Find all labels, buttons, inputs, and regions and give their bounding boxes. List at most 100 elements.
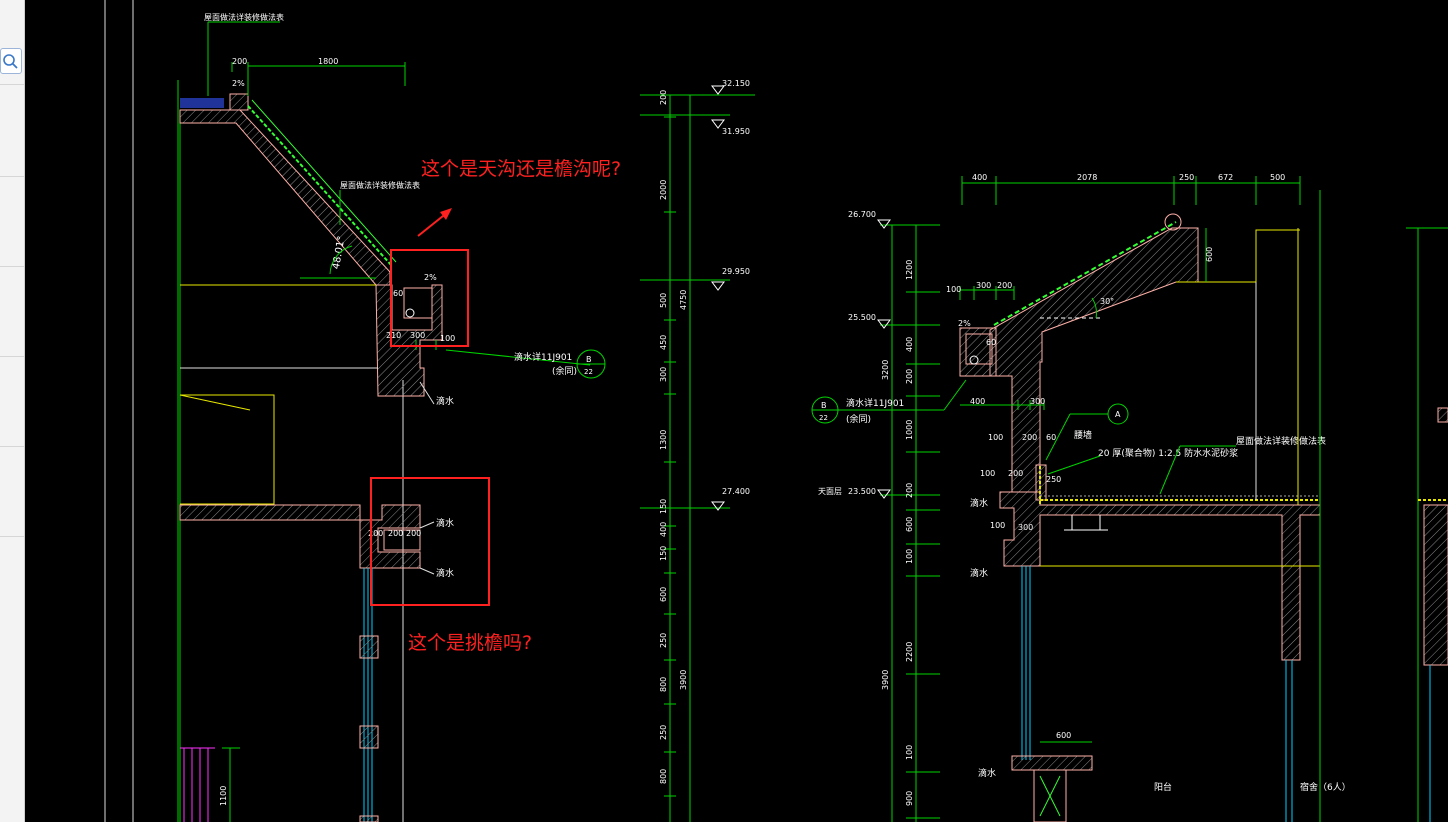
roof-note-slope: 屋面做法详装修做法表: [340, 180, 420, 190]
left-seg-9: 600: [659, 587, 668, 602]
frame-lines: [104, 0, 134, 822]
left-seg-8: 150: [659, 546, 668, 561]
drip-ref: 滴水详11J901: [514, 351, 572, 363]
eave-dim-c: 200: [406, 529, 421, 538]
right-seg-7: 2200: [905, 642, 914, 662]
callout-number-right: 22: [819, 414, 828, 422]
level-25500: 25.500: [848, 313, 876, 322]
left-seg-11: 800: [659, 677, 668, 692]
dim-200-right: 200: [997, 281, 1012, 290]
right-seg-1: 400: [905, 337, 914, 352]
room-dorm: 宿舍（6人）: [1300, 781, 1351, 793]
drip-right-1: 滴水: [970, 497, 988, 509]
cad-drawing[interactable]: 屋面做法详装修做法表 200 1800 2% 屋面做法详装修做法表 48.01°…: [26, 0, 1448, 822]
drip-label-1: 滴水: [436, 395, 454, 407]
total-3900: 3900: [679, 670, 688, 690]
dim-250-right: 250: [1046, 475, 1061, 484]
left-seg-0: 200: [659, 90, 668, 105]
drip-label-2: 滴水: [436, 517, 454, 529]
dim-60: 60: [393, 289, 403, 298]
drip-right-3: 滴水: [978, 767, 996, 779]
right-seg-2: 200: [905, 369, 914, 384]
right-seg-9: 900: [905, 791, 914, 806]
left-level-3: 27.400: [722, 487, 750, 496]
left-level-2: 29.950: [722, 267, 750, 276]
dim-210: 210: [386, 331, 401, 340]
left-level-marker-3: [711, 501, 725, 511]
left-section: 屋面做法详装修做法表 200 1800 2% 屋面做法详装修做法表 48.01°…: [177, 12, 606, 822]
slope-2pct-right: 2%: [958, 319, 971, 328]
left-seg-5: 1300: [659, 430, 668, 450]
left-level-1: 31.950: [722, 127, 750, 136]
drip-ref-sub-right: (余同): [846, 413, 871, 425]
top-dim-2078: 2078: [1077, 173, 1097, 182]
annotation-eave-question: 这个是挑檐吗?: [408, 632, 533, 654]
dim-600b-right: 600: [1056, 731, 1071, 740]
annotation-shapes: [370, 208, 490, 606]
drip-ref-right: 滴水详11J901: [846, 397, 904, 409]
dim-300-right: 300: [976, 281, 991, 290]
dim-60b-right: 60: [1046, 433, 1056, 442]
dim-600-right: 600: [1205, 247, 1214, 262]
right-seg-6: 100: [905, 549, 914, 564]
dim-400-right: 400: [970, 397, 985, 406]
label-parapet: 腰墙: [1074, 429, 1092, 441]
eave-dim-b: 200: [388, 529, 403, 538]
annotation-gutter-question: 这个是天沟还是檐沟呢?: [421, 158, 622, 180]
top-dim-250: 250: [1179, 173, 1194, 182]
right-seg-4: 200: [905, 483, 914, 498]
dim-300b-right: 300: [1030, 397, 1045, 406]
callout-number: 22: [584, 368, 593, 376]
right-seg-0: 1200: [905, 260, 914, 280]
top-dim-500: 500: [1270, 173, 1285, 182]
total-3200: 3200: [881, 360, 890, 380]
room-balcony: 阳台: [1154, 781, 1172, 793]
left-seg-3: 450: [659, 335, 668, 350]
top-dim-672: 672: [1218, 173, 1233, 182]
left-seg-10: 250: [659, 633, 668, 648]
dim-200c-right: 200: [1008, 469, 1023, 478]
callout-a: A: [1115, 410, 1121, 419]
dim-200: 200: [232, 57, 247, 66]
left-level-0: 32.150: [722, 79, 750, 88]
level-23500: 23.500: [848, 487, 876, 496]
level-26700: 26.700: [848, 210, 876, 219]
left-seg-6: 150: [659, 499, 668, 514]
roof-angle-right: 30°: [1100, 297, 1114, 306]
left-seg-2: 500: [659, 293, 668, 308]
search-icon: [3, 54, 18, 69]
callout-letter-right: B: [821, 401, 827, 410]
total-4750: 4750: [679, 290, 688, 310]
dim-60-right: 60: [986, 338, 996, 347]
dim-200b-right: 200: [1022, 433, 1037, 442]
drip-label-3: 滴水: [436, 567, 454, 579]
side-panel: [0, 0, 25, 822]
search-button[interactable]: [0, 48, 22, 74]
dim-100d-right: 100: [990, 521, 1005, 530]
eave-dim-a: 200: [368, 529, 383, 538]
dim-100: 100: [440, 334, 455, 343]
left-seg-4: 300: [659, 367, 668, 382]
left-seg-12: 250: [659, 725, 668, 740]
left-seg-13: 800: [659, 769, 668, 784]
dim-1800: 1800: [318, 57, 338, 66]
slope-2pct-b: 2%: [424, 273, 437, 282]
drip-right-2: 滴水: [970, 567, 988, 579]
left-seg-7: 400: [659, 522, 668, 537]
slope-2pct: 2%: [232, 79, 245, 88]
left-level-marker-1: [711, 119, 725, 129]
level-name: 天面层: [818, 487, 842, 496]
right-seg-8: 100: [905, 745, 914, 760]
dim-100c-right: 100: [980, 469, 995, 478]
dim-1100: 1100: [219, 786, 228, 806]
label-layer: 20 厚(聚合物) 1:2.5 防水水泥砂浆: [1098, 447, 1238, 459]
label-roof-right: 屋面做法详装修做法表: [1236, 435, 1326, 447]
left-level-marker-0: [711, 85, 725, 95]
left-level-marker-2: [711, 281, 725, 291]
roof-note-top: 屋面做法详装修做法表: [204, 12, 284, 22]
dim-100-right: 100: [946, 285, 961, 294]
dim-300: 300: [410, 331, 425, 340]
total-3900-right: 3900: [881, 670, 890, 690]
drip-ref-sub: (余同): [552, 365, 577, 377]
